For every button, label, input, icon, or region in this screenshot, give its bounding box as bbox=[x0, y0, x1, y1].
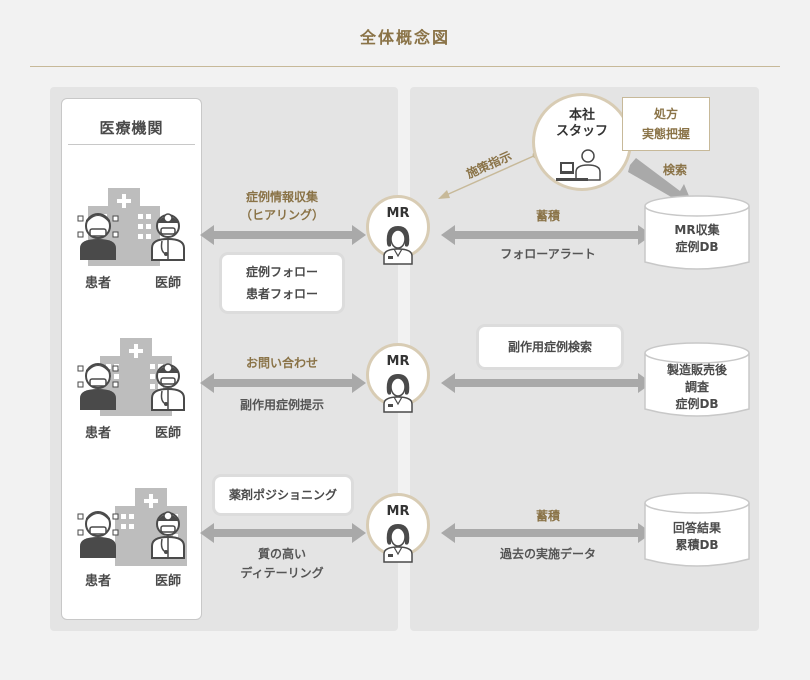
double-arrow-row1-right bbox=[441, 225, 652, 245]
patient-followup-text: 患者フォロー bbox=[245, 287, 318, 301]
double-arrow-row1-left bbox=[200, 225, 366, 245]
db-ans-line1: 回答結果 bbox=[672, 521, 721, 535]
followup-bubble: 症例フォロー 患者フォロー bbox=[222, 255, 342, 311]
doctor-label: 医師 bbox=[154, 276, 181, 291]
hq-staff-label: 本社 スタッフ bbox=[532, 108, 632, 140]
patient-label: 患者 bbox=[84, 276, 111, 291]
db-ans-line2: 累積DB bbox=[675, 538, 719, 552]
case-followup-text: 症例フォロー bbox=[245, 265, 318, 279]
side-effect-present-label: 副作用症例提示 bbox=[239, 398, 324, 412]
detailing-label: ディテーリング bbox=[240, 566, 324, 580]
db-mr-line1: MR収集 bbox=[674, 223, 720, 237]
double-arrow-row3-right bbox=[441, 523, 652, 543]
case-collection-label: 症例情報収集 bbox=[245, 190, 318, 204]
db-mr-line2: 症例DB bbox=[675, 240, 719, 254]
patient-label: 患者 bbox=[84, 574, 111, 589]
rx-line1: 処方 bbox=[653, 107, 678, 121]
mr-circle bbox=[366, 493, 430, 557]
rx-line2: 実態把握 bbox=[641, 127, 690, 141]
search-label: 検索 bbox=[662, 163, 687, 177]
side-effect-search-text: 副作用症例検索 bbox=[507, 340, 592, 354]
mr-label: MR bbox=[386, 354, 410, 369]
db-pm-line3: 症例DB bbox=[675, 397, 719, 411]
drug-positioning-text: 薬剤ポジショニング bbox=[228, 488, 337, 502]
past-data-label: 過去の実施データ bbox=[499, 547, 596, 561]
doctor-label: 医師 bbox=[154, 426, 181, 441]
double-arrow-row3-left bbox=[200, 523, 366, 543]
db-postmarketing-text: 製造販売後 調査 症例DB bbox=[645, 362, 749, 413]
institution-divider bbox=[68, 144, 195, 145]
doctor-label: 医師 bbox=[154, 574, 181, 589]
quality-label: 質の高い bbox=[257, 547, 306, 561]
page-title: 全体概念図 bbox=[359, 28, 450, 47]
double-arrow-row2-right bbox=[441, 373, 652, 393]
db-pm-line2: 調査 bbox=[684, 380, 709, 394]
mr-circle bbox=[366, 343, 430, 407]
hearing-label: （ヒアリング） bbox=[239, 208, 324, 222]
mr-label: MR bbox=[386, 206, 410, 221]
hq-line1: 本社 bbox=[568, 108, 595, 123]
title-divider bbox=[30, 66, 780, 67]
patient-icon bbox=[77, 511, 119, 559]
hq-line2: スタッフ bbox=[555, 124, 608, 139]
institution-title: 医療機関 bbox=[99, 119, 164, 137]
drug-positioning-bubble: 薬剤ポジショニング bbox=[215, 477, 351, 513]
db-pm-line1: 製造販売後 bbox=[666, 363, 727, 377]
prescription-status-box: 処方 実態把握 bbox=[622, 97, 710, 151]
side-effect-search-bubble: 副作用症例検索 bbox=[479, 327, 621, 367]
accumulate-label: 蓄積 bbox=[535, 209, 560, 223]
db-answer-results-text: 回答結果 累積DB bbox=[645, 520, 749, 554]
patient-label: 患者 bbox=[84, 426, 111, 441]
db-mr-case-text: MR収集 症例DB bbox=[645, 222, 749, 256]
double-arrow-row2-left bbox=[200, 373, 366, 393]
accumulate-label: 蓄積 bbox=[535, 509, 560, 523]
inquiry-label: お問い合わせ bbox=[245, 356, 318, 370]
mr-circle bbox=[366, 195, 430, 259]
mr-label: MR bbox=[386, 504, 410, 519]
follow-alert-label: フォローアラート bbox=[500, 247, 596, 261]
search-arrow bbox=[628, 158, 694, 208]
